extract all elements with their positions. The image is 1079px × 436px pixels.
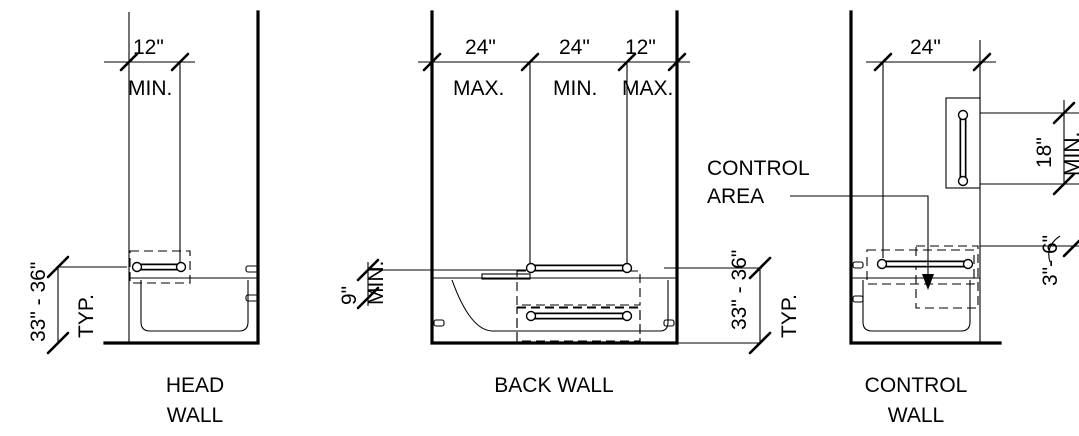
control-area-box	[915, 245, 979, 309]
control-vertical-grab-bar	[957, 109, 969, 187]
back-height-dim: 33" - 36"	[728, 250, 751, 330]
head-width-dim: 12"	[133, 36, 164, 59]
back-height-note: TYP.	[778, 294, 801, 338]
head-wall-outline	[103, 10, 260, 345]
control-area-label-line1: CONTROL	[707, 157, 810, 180]
head-control-stub-bottom	[245, 294, 259, 302]
control-width-dim: 24"	[910, 36, 941, 59]
back-grab-bar-upper	[525, 262, 633, 274]
head-control-stub-top	[245, 265, 259, 273]
head-tub	[140, 280, 249, 332]
control-horizontal-grab-bar	[876, 258, 974, 270]
head-width-note: MIN.	[128, 77, 172, 100]
head-wall-elevation: 12" MIN. 33" - 36" TYP. HEAD WALL	[27, 10, 260, 427]
back-spacing-dim: 9"	[338, 286, 361, 305]
control-area-leader	[790, 195, 929, 278]
control-area-label-line2: AREA	[707, 185, 764, 208]
control-wall-outline	[849, 10, 1002, 345]
control-stub-top	[852, 261, 864, 269]
control-vbar-note: MIN.	[1061, 132, 1079, 176]
head-wall-title-line2: WALL	[167, 404, 223, 427]
back-grab-bar-lower	[525, 310, 633, 322]
control-stub-bottom	[852, 295, 864, 303]
control-wall-elevation: 24" CONTROL AREA 18" MIN. 3"- 6" CONTROL…	[707, 10, 1079, 427]
back-wall-elevation: 24" 24" 12" MAX. MIN. MAX. 9" MIN. 33" -…	[338, 10, 801, 397]
control-wall-title-line2: WALL	[888, 404, 944, 427]
back-dim-left-note: MAX.	[453, 77, 504, 100]
back-tub-drain	[481, 273, 531, 280]
back-control-stub-left	[433, 319, 445, 327]
back-spacing-note: MIN.	[365, 261, 388, 305]
control-vbar-dim: 18"	[1033, 137, 1056, 168]
control-wall-title-line1: CONTROL	[865, 374, 968, 397]
head-wall-title-line1: HEAD	[166, 374, 224, 397]
control-offset-dim: 3"- 6"	[1039, 235, 1062, 286]
back-wall-title: BACK WALL	[494, 374, 613, 397]
back-dim-center-note: MIN.	[553, 77, 597, 100]
control-area-arrow	[922, 274, 934, 290]
control-offset-leader	[1048, 235, 1061, 263]
head-grab-bar-flange-left	[131, 261, 143, 273]
back-control-stub-right	[663, 319, 675, 327]
head-backing-plate	[129, 250, 191, 284]
back-wall-outline	[430, 10, 679, 345]
back-dim-center: 24"	[559, 36, 590, 59]
head-height-note: TYP.	[75, 294, 98, 338]
head-height-dim: 33" - 36"	[27, 262, 50, 342]
back-dim-left: 24"	[465, 36, 496, 59]
back-dim-right: 12"	[625, 36, 656, 59]
head-grab-bar-flange-right	[175, 261, 187, 273]
back-dim-right-note: MAX.	[622, 77, 673, 100]
